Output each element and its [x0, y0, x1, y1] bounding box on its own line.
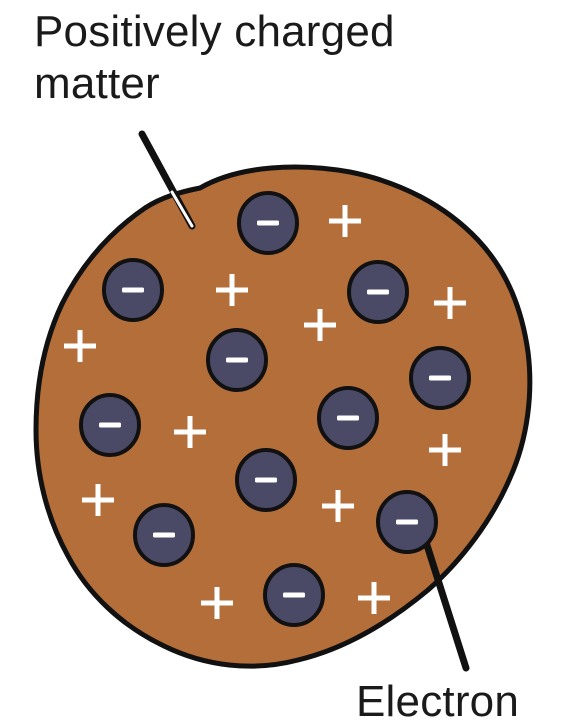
minus-sign [283, 593, 305, 598]
plus-sign-vertical [448, 287, 453, 319]
plus-sign-vertical [230, 274, 235, 306]
plus-sign-vertical [343, 205, 348, 237]
electron [135, 505, 193, 565]
plus-sign-vertical [372, 582, 377, 614]
plus-sign-vertical [96, 484, 101, 516]
plus-sign-vertical [443, 434, 448, 466]
minus-sign [429, 376, 451, 381]
plus-sign-vertical [188, 416, 193, 448]
plus-sign-vertical [215, 587, 220, 619]
minus-sign [99, 423, 121, 428]
minus-sign [153, 533, 175, 538]
electron [104, 260, 162, 320]
electron [237, 450, 295, 510]
minus-sign [396, 520, 418, 525]
electron [239, 193, 297, 253]
electron [265, 565, 323, 625]
electron [378, 492, 436, 552]
electron [411, 348, 469, 408]
minus-sign [122, 288, 144, 293]
minus-sign [255, 478, 277, 483]
plus-sign-vertical [318, 309, 323, 341]
minus-sign [337, 416, 359, 421]
electron [349, 262, 407, 322]
minus-sign [226, 358, 248, 363]
electron [208, 330, 266, 390]
plus-sign-vertical [78, 330, 83, 362]
plus-sign-vertical [336, 490, 341, 522]
electron [319, 388, 377, 448]
minus-sign [257, 221, 279, 226]
electron [81, 395, 139, 455]
electron-label: Electron [356, 676, 519, 728]
minus-sign [367, 290, 389, 295]
